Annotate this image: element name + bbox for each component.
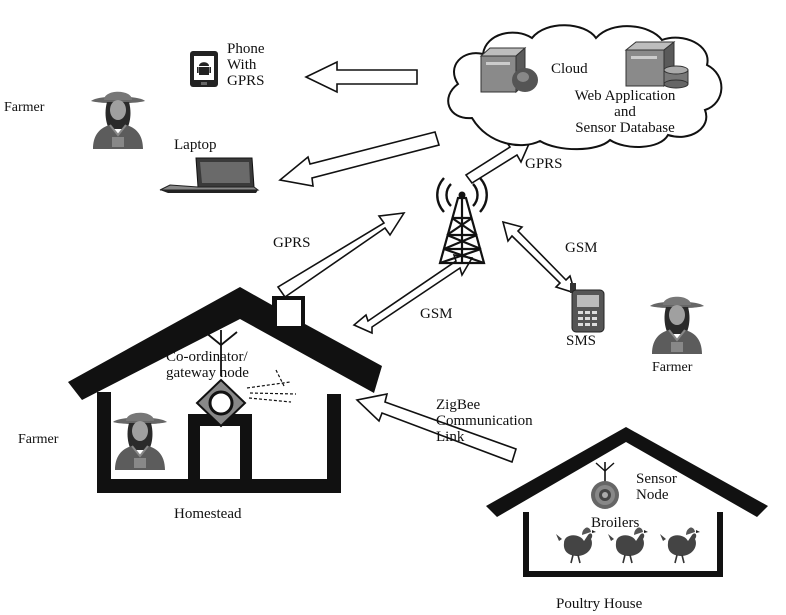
arrow-house-to-tower-gprs — [276, 212, 406, 299]
coordinator-label-line: gateway node — [166, 364, 249, 381]
poultry-house-label: Poultry House — [556, 596, 643, 612]
phone-label: Phone With GPRS — [227, 41, 265, 89]
zigbee-label-line: Link — [436, 428, 465, 445]
zigbee-label-line: Communication — [436, 412, 533, 429]
phone-icon — [190, 51, 218, 87]
sensor-node-icon — [591, 462, 619, 509]
coordinator-label-line: Co-ordinator/ — [166, 349, 248, 365]
server-icon — [479, 46, 538, 94]
farmer-icon — [112, 411, 168, 471]
arrow-cloud-to-phone — [304, 60, 418, 94]
gsm-house-label: GSM — [420, 306, 453, 322]
sms-label: SMS — [566, 333, 597, 349]
chicken-icon — [607, 526, 649, 564]
gsm-sms-label: GSM — [565, 240, 598, 256]
tower-icon — [436, 177, 488, 265]
poultry-house-icon — [486, 427, 768, 577]
farmer-label-right: Farmer — [652, 360, 693, 375]
laptop-label: Laptop — [174, 137, 217, 153]
arrow-zigbee-link — [355, 392, 517, 464]
phone-label-line: With — [227, 56, 257, 73]
sensor-node-label: Sensor Node — [636, 471, 677, 504]
homestead-label: Homestead — [174, 506, 242, 522]
zigbee-label-line: ZigBee — [436, 397, 481, 413]
sensor-node-label-line: Sensor — [636, 471, 677, 487]
coordinator-label: Co-ordinator/ gateway node — [166, 349, 249, 382]
phone-label-line: Phone — [227, 41, 265, 57]
arrow-tower-sms-gsm — [501, 220, 577, 295]
arrow-cloud-to-laptop — [278, 131, 441, 187]
farmer-icon — [90, 90, 146, 150]
cloud-app-label: Web Application and Sensor Database — [545, 88, 705, 136]
laptop-icon — [159, 157, 260, 193]
cloud-app-line: Web Application — [574, 88, 676, 104]
gprs-cloud-label: GPRS — [525, 156, 563, 172]
mobile-phone-icon — [570, 283, 605, 333]
chicken-icon — [555, 526, 597, 564]
database-server-icon — [624, 40, 689, 89]
sensor-node-label-line: Node — [636, 486, 669, 503]
cloud-label: Cloud — [551, 61, 588, 77]
gateway-node-icon — [195, 369, 297, 428]
arrow-house-tower-gsm — [352, 253, 474, 335]
antenna-icon — [204, 330, 238, 376]
chicken-icon — [659, 526, 701, 564]
farmer-label-left: Farmer — [18, 432, 59, 447]
cloud-app-line: Sensor Database — [575, 119, 675, 136]
gprs-house-label: GPRS — [273, 235, 311, 251]
zigbee-label: ZigBee Communication Link — [436, 397, 533, 445]
phone-label-line: GPRS — [227, 72, 265, 89]
cloud-app-line: and — [614, 103, 636, 120]
broilers-label: Broilers — [591, 515, 640, 531]
farmer-icon — [649, 295, 705, 355]
farmer-label-top: Farmer — [4, 100, 45, 115]
